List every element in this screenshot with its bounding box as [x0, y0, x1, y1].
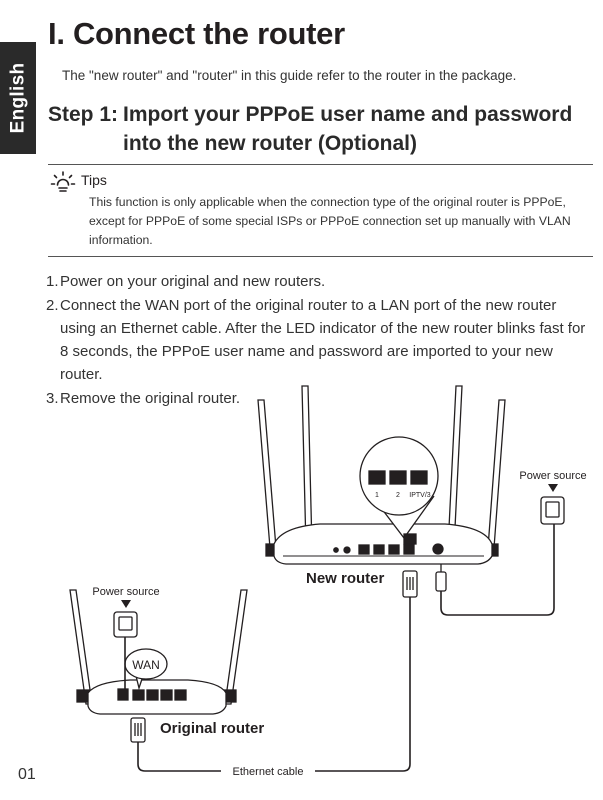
- ethernet-cable: [137, 742, 221, 772]
- page-title: I. Connect the router: [48, 16, 345, 51]
- tips-bottom-divider: [48, 256, 593, 257]
- language-tab: English: [0, 42, 36, 154]
- step-label: Step 1:: [48, 103, 119, 126]
- power-cable-right: [440, 524, 555, 616]
- original-router-illustration: [69, 589, 248, 715]
- port-label-1: 1: [375, 492, 379, 499]
- ethernet-plug-original: [130, 717, 146, 743]
- wan-label: WAN: [132, 658, 160, 672]
- list-item: 1.Power on your original and new routers…: [46, 273, 326, 290]
- power-source-left-label: Power source: [92, 586, 159, 598]
- power-adapter-right: [540, 496, 565, 525]
- arrow-down-icon: [548, 484, 558, 492]
- power-adapter-left: [113, 611, 138, 638]
- ethernet-plug-new: [402, 570, 418, 598]
- list-item: 2.Connect the WAN port of the original r…: [46, 297, 586, 383]
- list-item: 3.Remove the original router.: [46, 390, 241, 407]
- port-label-iptv3: IPTV/3: [409, 492, 431, 499]
- new-router-label: New router: [306, 570, 385, 587]
- port-label-2: 2: [396, 492, 400, 499]
- step-title: Import your PPPoE user name and password…: [123, 103, 573, 155]
- power-source-right-label: Power source: [519, 470, 586, 482]
- tips-title: Tips: [81, 172, 107, 188]
- page-number: 01: [18, 766, 36, 783]
- arrow-down-icon: [121, 600, 131, 608]
- new-router-illustration: [257, 385, 506, 565]
- tips-icon: [50, 171, 76, 192]
- instruction-list: 1.Power on your original and new routers…: [46, 270, 594, 411]
- intro-text: The "new router" and "router" in this gu…: [62, 68, 517, 83]
- tips-top-divider: [48, 164, 593, 165]
- original-router-label: Original router: [160, 720, 264, 737]
- ethernet-cable-label: Ethernet cable: [233, 766, 304, 778]
- tips-body: This function is only applicable when th…: [89, 195, 571, 247]
